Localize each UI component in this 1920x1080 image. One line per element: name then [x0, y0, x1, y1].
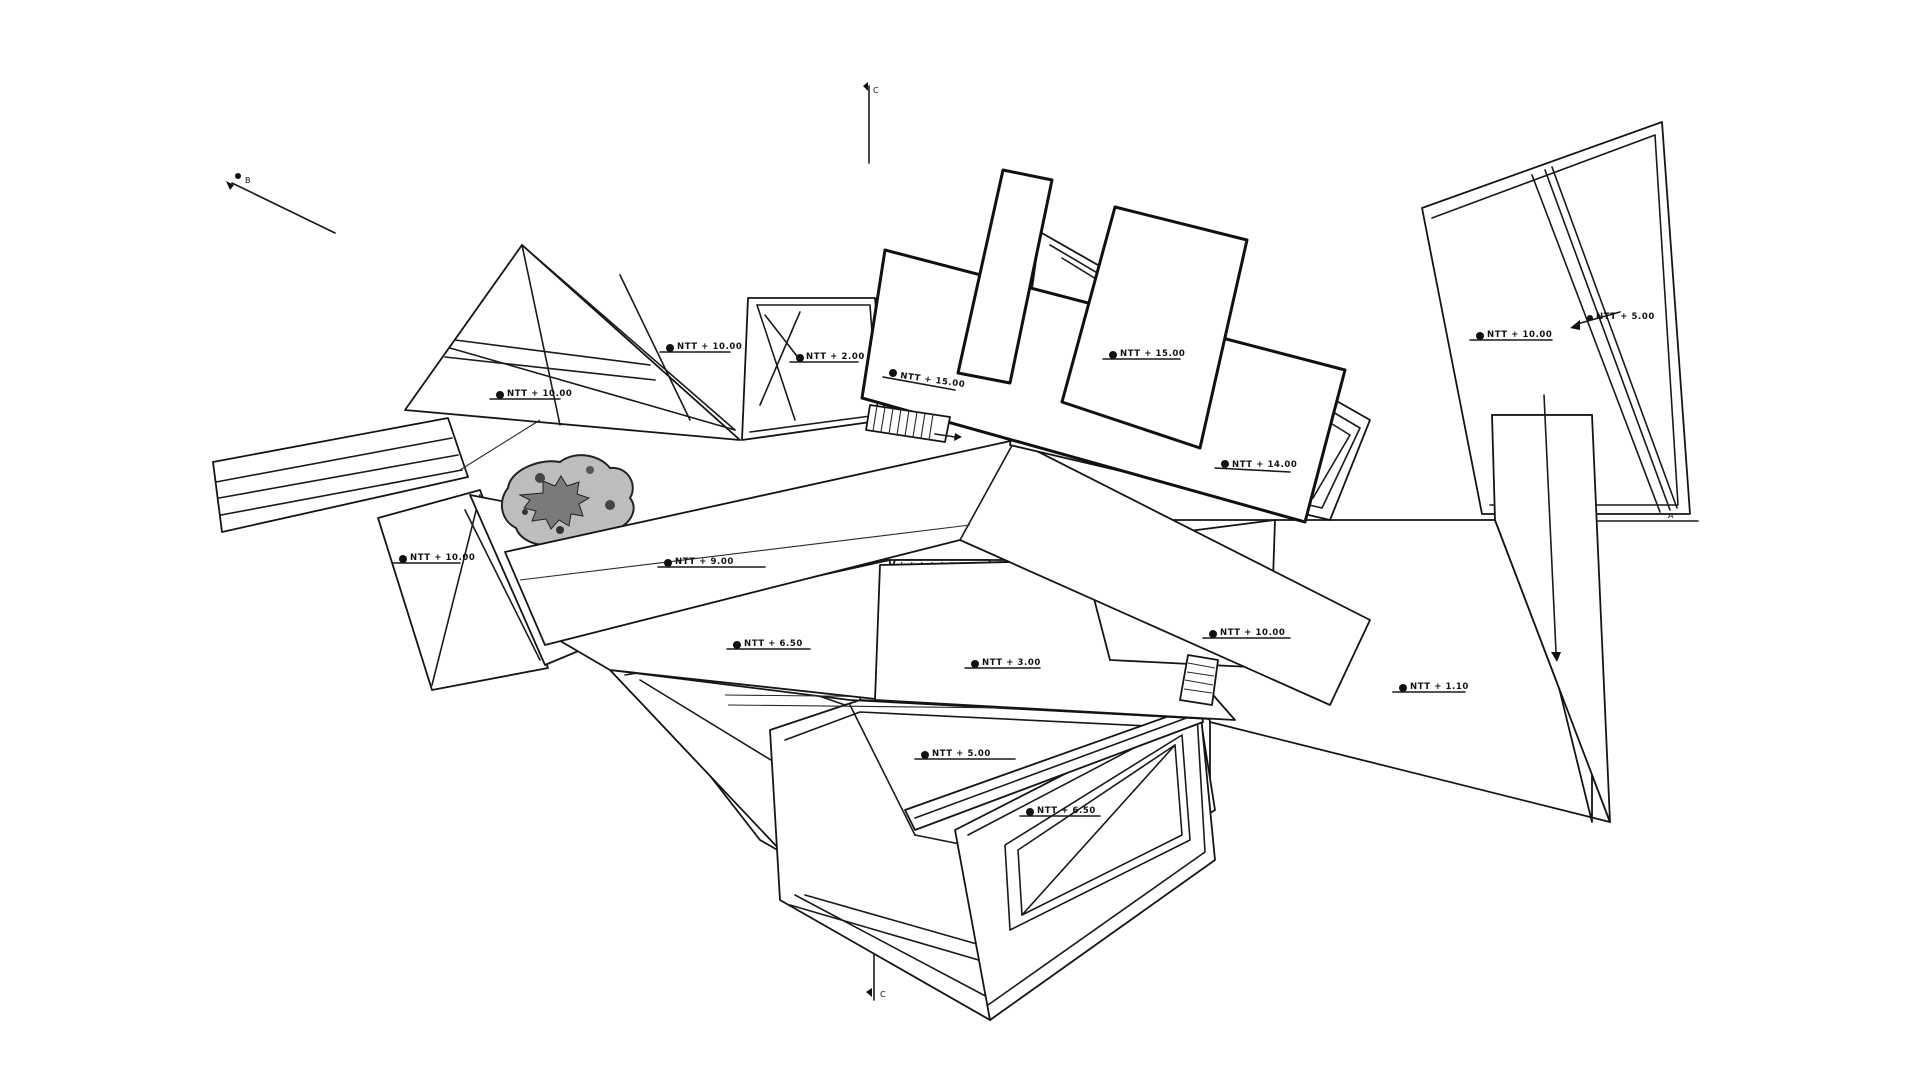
- level-marker: NTT + 5.00: [1587, 312, 1655, 322]
- section-marker-a: A: [1597, 511, 1699, 522]
- west-bridge: [212, 417, 469, 533]
- svg-text:C: C: [873, 86, 879, 95]
- north-courtyard: [741, 297, 886, 441]
- main-building: [860, 168, 1347, 524]
- svg-text:NTT + 15.00: NTT + 15.00: [1120, 349, 1185, 359]
- level-marker: NTT + 14.00: [1214, 460, 1297, 473]
- svg-text:NTT + 10.00: NTT + 10.00: [1487, 330, 1552, 340]
- svg-text:NTT + 10.00: NTT + 10.00: [1220, 628, 1285, 638]
- south-beam: [904, 704, 1204, 831]
- level-marker: NTT + 3.00: [964, 658, 1041, 669]
- svg-text:NTT + 10.00: NTT + 10.00: [507, 389, 572, 399]
- level-marker: NTT + 2.00: [789, 352, 865, 363]
- svg-text:B: B: [245, 176, 251, 185]
- svg-text:NTT + 1.10: NTT + 1.10: [1410, 682, 1469, 692]
- svg-text:NTT + 2.00: NTT + 2.00: [806, 352, 865, 362]
- level-marker: NTT + 15.00: [1102, 349, 1185, 360]
- east-ramp: [1491, 311, 1621, 823]
- svg-text:NTT + 9.00: NTT + 9.00: [675, 557, 734, 567]
- level-marker: NTT + 6.50: [1019, 806, 1101, 817]
- west-pavilion: [377, 489, 549, 691]
- svg-text:NTT + 10.00: NTT + 10.00: [410, 553, 475, 563]
- level-marker: NTT + 10.00: [489, 389, 572, 400]
- level-markers: NTT + 10.00 NTT + 10.00 NTT + 2.00 NTT +…: [392, 312, 1655, 817]
- svg-text:NTT + 6.50: NTT + 6.50: [1037, 806, 1096, 816]
- level-marker: NTT + 9.00: [657, 557, 766, 568]
- level-marker: NTT + 6.50: [726, 639, 811, 650]
- svg-text:NTT + 3.00: NTT + 3.00: [982, 658, 1041, 668]
- svg-text:NTT + 10.00: NTT + 10.00: [677, 342, 742, 352]
- svg-text:C: C: [880, 990, 886, 999]
- svg-text:NTT + 5.00: NTT + 5.00: [1596, 312, 1655, 322]
- stair-east: [1179, 654, 1219, 706]
- stair-north: [865, 404, 962, 443]
- svg-text:NTT + 14.00: NTT + 14.00: [1232, 460, 1297, 470]
- north-east-block: [1421, 121, 1691, 515]
- level-marker: NTT + 10.00: [1469, 330, 1553, 341]
- svg-text:A: A: [1668, 511, 1674, 520]
- level-marker: NTT + 1.10: [1392, 682, 1469, 693]
- level-marker: NTT + 10.00: [659, 342, 742, 353]
- level-marker: NTT + 10.00: [1202, 628, 1291, 639]
- level-marker: NTT + 10.00: [392, 553, 475, 564]
- north-west-terrace: [404, 244, 741, 441]
- svg-text:NTT + 6.50: NTT + 6.50: [744, 639, 803, 649]
- section-marker-c-top: C: [863, 82, 879, 164]
- level-marker: NTT + 5.00: [914, 749, 1016, 760]
- tree-icon: [500, 454, 635, 547]
- section-marker-b: B: [226, 173, 336, 234]
- svg-text:NTT + 5.00: NTT + 5.00: [932, 749, 991, 759]
